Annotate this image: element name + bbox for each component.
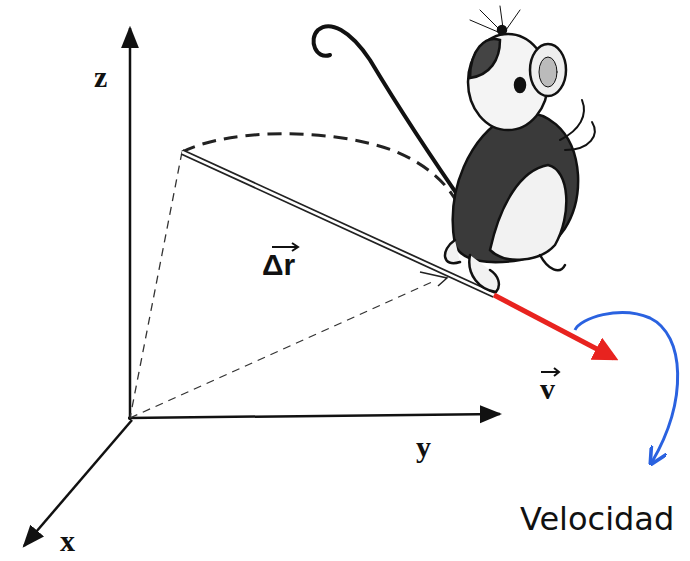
axes — [24, 28, 500, 546]
velocity-vector — [494, 295, 614, 358]
pointer-curve — [575, 313, 678, 462]
displacement-vector — [182, 152, 494, 295]
callout-text: Velocidad — [520, 503, 674, 535]
mouse — [314, 6, 595, 292]
vector-label: Δr — [262, 250, 295, 280]
axis-label: y — [416, 432, 431, 462]
vector-label: v — [540, 374, 555, 404]
axis-label: x — [60, 526, 75, 556]
projection-lines — [130, 152, 432, 418]
axis-label: z — [94, 62, 107, 92]
